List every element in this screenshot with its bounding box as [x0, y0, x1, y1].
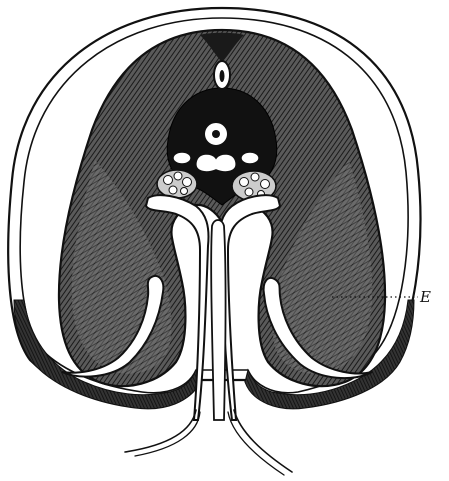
left-kidney-cluster [157, 170, 197, 198]
left-strand [125, 410, 196, 452]
neural-tube-lumen [220, 70, 225, 82]
central-stalk [211, 220, 225, 420]
notochord-center [212, 130, 220, 138]
small-vessel-right [241, 152, 259, 164]
small-vessel-left [173, 152, 191, 164]
label-E: E [419, 288, 431, 306]
left-strand-2 [135, 412, 200, 456]
